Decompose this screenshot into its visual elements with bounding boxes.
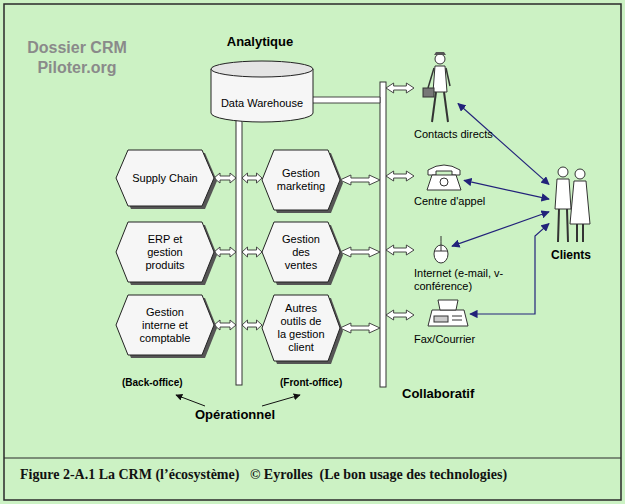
process-hexagon: Supply Chain: [116, 150, 214, 206]
clients-node: Clients: [540, 164, 602, 262]
mouse-icon: [430, 236, 452, 264]
section-title: Opérationnel: [180, 407, 290, 422]
watermark: Dossier CRM Piloter.org: [22, 38, 132, 78]
process-hexagon: Gestion interne et comptable: [116, 295, 214, 355]
node-text: ERP et gestion produits: [130, 233, 200, 272]
node-text: Clients: [540, 248, 602, 262]
cylinder-outline: [210, 60, 314, 122]
process-hexagon: Gestion des ventes: [262, 222, 340, 282]
node-text: Centre d'appel: [414, 195, 524, 208]
group-label: (Front-office): [280, 377, 370, 388]
node-text: Gestion des ventes: [276, 233, 326, 272]
database-cylinder: Data Warehouse: [210, 60, 314, 122]
section-title: Analytique: [215, 34, 305, 49]
process-hexagon: Gestion marketing: [262, 150, 340, 210]
node-text: Supply Chain: [132, 172, 197, 185]
process-hexagon: Autres outils de la gestion client: [262, 295, 340, 361]
connector: [458, 104, 549, 185]
channel-node: Internet (e-mail, v-conférence): [414, 236, 518, 293]
channel-node: Contacts directs: [414, 50, 524, 141]
node-text: Internet (e-mail, v-conférence): [414, 267, 518, 293]
node-text: Fax/Courrier: [414, 333, 524, 346]
channel-node: Centre d'appel: [414, 160, 524, 208]
section-title: Collaboratif: [402, 386, 512, 401]
node-text: Data Warehouse: [221, 96, 303, 110]
clients-icon: [549, 164, 593, 244]
phone-icon: [424, 160, 464, 192]
process-hexagon: ERP et gestion produits: [116, 222, 214, 282]
figure-caption: Figure 2-A.1 La CRM (l’écosystème) © Eyr…: [20, 467, 610, 483]
node-text: Contacts directs: [414, 128, 524, 141]
channel-node: Fax/Courrier: [414, 298, 524, 346]
node-text: Gestion marketing: [276, 167, 326, 193]
node-text: Autres outils de la gestion client: [276, 302, 326, 354]
person-icon: [422, 50, 458, 125]
node-text: Gestion interne et comptable: [130, 306, 200, 345]
group-label: (Back-office): [122, 377, 212, 388]
fax-icon: [426, 298, 470, 330]
